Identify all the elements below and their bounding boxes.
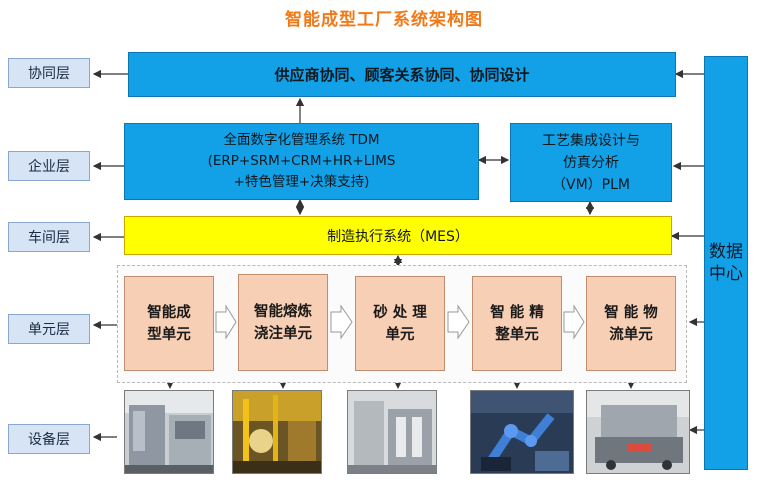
unit-label: 流单元 bbox=[609, 326, 653, 343]
equipment-photo-smelting bbox=[232, 390, 322, 474]
unit-label: 智能熔炼 bbox=[254, 303, 312, 320]
equipment-photo-logistics bbox=[586, 390, 690, 474]
layer-workshop: 车间层 bbox=[8, 222, 90, 252]
data-center-line-2: 中心 bbox=[709, 264, 743, 284]
plm-line-2: 仿真分析 bbox=[563, 154, 619, 171]
tdm-line-1: 全面数字化管理系统 TDM bbox=[223, 132, 380, 148]
unit-label: 砂 处 理 bbox=[373, 304, 427, 321]
mes-box: 制造执行系统（MES） bbox=[124, 216, 672, 255]
layer-collab: 协同层 bbox=[8, 58, 90, 88]
equipment-photo-forming bbox=[124, 390, 214, 474]
tdm-line-3: +特色管理+决策支持) bbox=[233, 174, 370, 190]
layer-equipment: 设备层 bbox=[8, 424, 90, 454]
plm-line-1: 工艺集成设计与 bbox=[542, 132, 640, 149]
unit-box-smelting: 智能熔炼 浇注单元 bbox=[238, 274, 328, 371]
equipment-photo-finishing bbox=[470, 390, 574, 474]
tdm-line-2: (ERP+SRM+CRM+HR+LIMS bbox=[207, 153, 396, 169]
layer-enterprise: 企业层 bbox=[8, 151, 90, 181]
collab-box: 供应商协同、顾客关系协同、协同设计 bbox=[128, 52, 676, 97]
unit-box-logistics: 智 能 物 流单元 bbox=[586, 276, 676, 371]
unit-box-sand: 砂 处 理 单元 bbox=[355, 276, 445, 371]
unit-label: 智能成 bbox=[147, 304, 191, 321]
equipment-photo-sand bbox=[347, 390, 437, 474]
tdm-box: 全面数字化管理系统 TDM (ERP+SRM+CRM+HR+LIMS +特色管理… bbox=[124, 123, 479, 200]
data-center-line-1: 数据 bbox=[709, 242, 743, 262]
unit-box-forming: 智能成 型单元 bbox=[124, 276, 214, 371]
unit-label: 整单元 bbox=[495, 326, 539, 343]
data-center-box: 数据 中心 bbox=[704, 56, 748, 470]
layer-unit: 单元层 bbox=[8, 314, 90, 344]
unit-label: 浇注单元 bbox=[254, 325, 312, 342]
unit-label: 单元 bbox=[385, 326, 415, 343]
unit-box-finishing: 智 能 精 整单元 bbox=[472, 276, 562, 371]
unit-label: 智 能 物 bbox=[604, 304, 658, 321]
unit-label: 智 能 精 bbox=[490, 304, 544, 321]
unit-label: 型单元 bbox=[147, 326, 191, 343]
plm-line-3: （VM）PLM bbox=[552, 176, 630, 193]
diagram-title: 智能成型工厂系统架构图 bbox=[285, 10, 483, 30]
plm-box: 工艺集成设计与 仿真分析 （VM）PLM bbox=[510, 123, 672, 202]
